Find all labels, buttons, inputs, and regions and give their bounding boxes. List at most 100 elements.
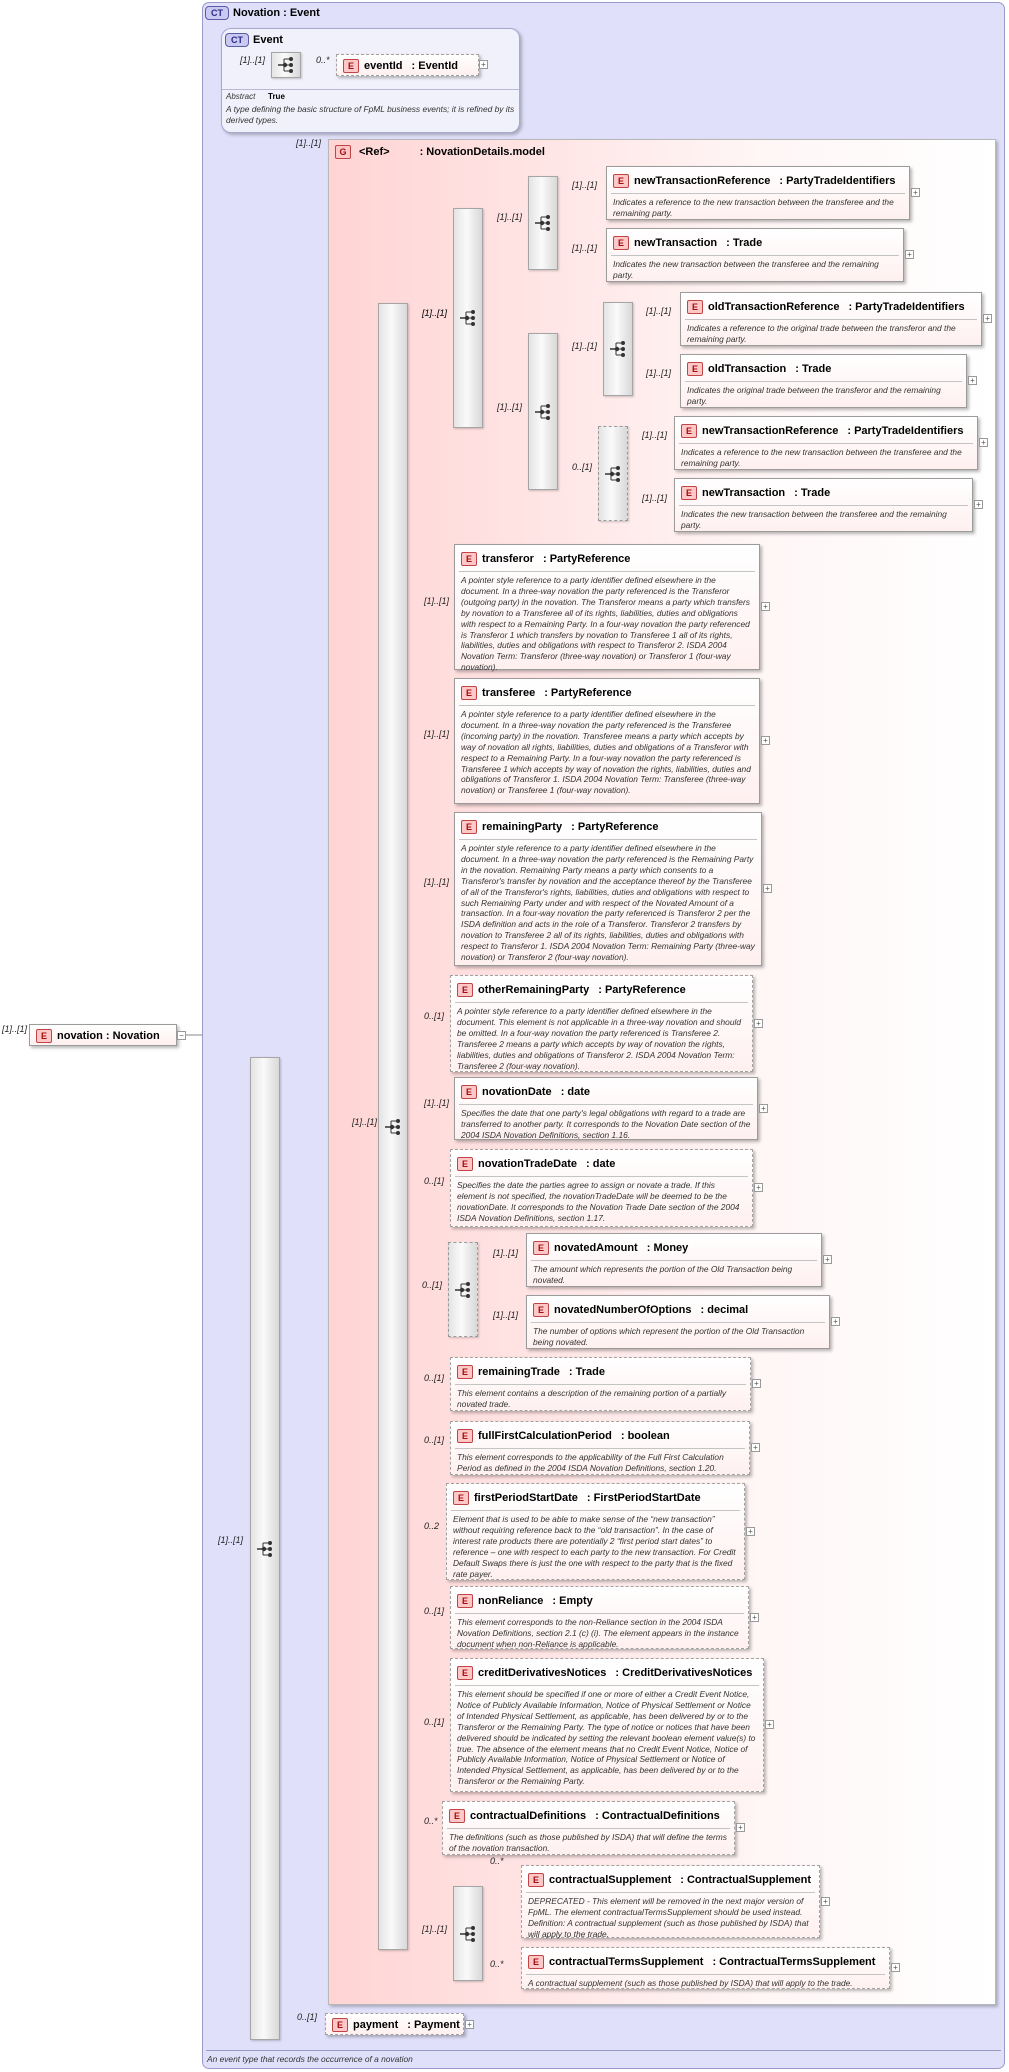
card-root-seq: [1]..[1]	[218, 1535, 244, 1545]
card-inner-seq-a: [1]..[1]	[497, 212, 523, 222]
eventid-card: 0..*	[316, 55, 330, 65]
element-type: : Trade	[726, 237, 763, 249]
element-eventid[interactable]: E eventId : EventId	[336, 54, 479, 76]
eventid-expand-icon[interactable]: +	[479, 60, 488, 69]
event-divider	[222, 89, 519, 90]
card-main-seq: [1]..[1]	[422, 308, 448, 318]
element-name: contractualDefinitions	[470, 1810, 587, 1822]
expand-icon[interactable]: +	[750, 1612, 759, 1622]
sequence-main-seq	[378, 303, 408, 1950]
element-name: contractualTermsSupplement	[549, 1956, 704, 1968]
element-icon: E	[461, 820, 477, 834]
novation-label: novation : Novation	[57, 1030, 160, 1042]
element-icon: E	[533, 1303, 549, 1317]
sequence-icon	[278, 57, 293, 73]
element-divider	[455, 1002, 748, 1003]
expand-icon[interactable]: +	[821, 1896, 830, 1906]
element-type: : FirstPeriodStartDate	[586, 1492, 701, 1504]
expand-icon[interactable]: +	[831, 1317, 840, 1326]
element-description: The amount which represents the portion …	[533, 1264, 793, 1285]
expand-icon[interactable]: +	[968, 376, 977, 385]
element-description: A pointer style reference to a party ide…	[457, 1006, 741, 1071]
element-divider	[679, 443, 973, 444]
element-icon: E	[461, 1085, 477, 1099]
expand-icon[interactable]: +	[761, 602, 770, 611]
sequence-icon	[385, 1118, 400, 1135]
element-divider	[459, 571, 755, 572]
element-name: novatedNumberOfOptions	[554, 1304, 692, 1316]
element-card: [1]..[1]	[642, 493, 668, 503]
expand-icon[interactable]: +	[823, 1255, 832, 1264]
element-description: A pointer style reference to a party ide…	[461, 843, 755, 963]
element-card: [1]..[1]	[646, 368, 672, 378]
element-type: : Empty	[552, 1595, 593, 1607]
element-type: : decimal	[700, 1304, 749, 1316]
expand-icon[interactable]: +	[754, 1018, 763, 1028]
element-divider	[455, 1613, 744, 1614]
expand-icon[interactable]: +	[746, 1526, 755, 1536]
element-name: nonReliance	[478, 1595, 544, 1607]
expand-icon[interactable]: +	[736, 1823, 745, 1832]
expand-icon[interactable]: +	[765, 1720, 774, 1729]
expand-icon[interactable]: +	[752, 1379, 761, 1388]
element-name: fullFirstCalculationPeriod	[478, 1430, 612, 1442]
expand-icon[interactable]: +	[759, 1103, 768, 1113]
expand-icon[interactable]: +	[763, 884, 772, 893]
element-card: [1]..[1]	[424, 729, 450, 739]
sequence-root-seq	[250, 1057, 280, 2040]
expand-icon[interactable]: +	[911, 188, 920, 197]
expand-icon[interactable]: +	[891, 1963, 900, 1972]
element-description: This element corresponds to the non-Reli…	[457, 1617, 739, 1649]
sequence-icon	[605, 465, 620, 482]
element-icon: E	[457, 1666, 473, 1680]
element-icon: E	[613, 174, 629, 188]
element-icon: E	[343, 59, 359, 73]
element-novation[interactable]: E novation : Novation	[29, 1024, 177, 1046]
expand-icon[interactable]: +	[979, 438, 988, 447]
novation-expand-icon[interactable]: −	[177, 1031, 186, 1040]
expand-icon[interactable]: +	[754, 1183, 763, 1192]
element-divider	[685, 319, 977, 320]
element-type: : ContractualDefinitions	[595, 1810, 720, 1822]
event-description: A type defining the basic structure of F…	[226, 104, 515, 125]
element-card: [1]..[1]	[424, 596, 450, 606]
expand-icon[interactable]: +	[983, 314, 992, 323]
element-name: creditDerivativesNotices	[478, 1667, 607, 1679]
eventid-type: : EventId	[411, 60, 458, 72]
expand-icon[interactable]: +	[465, 2020, 474, 2029]
expand-icon[interactable]: +	[751, 1443, 760, 1452]
expand-icon[interactable]: +	[974, 500, 983, 509]
group-header: G <Ref> : NovationDetails.model	[335, 145, 545, 159]
expand-icon[interactable]: +	[761, 736, 770, 745]
expand-icon[interactable]: +	[905, 250, 914, 259]
element-type: : Trade	[568, 1366, 605, 1378]
